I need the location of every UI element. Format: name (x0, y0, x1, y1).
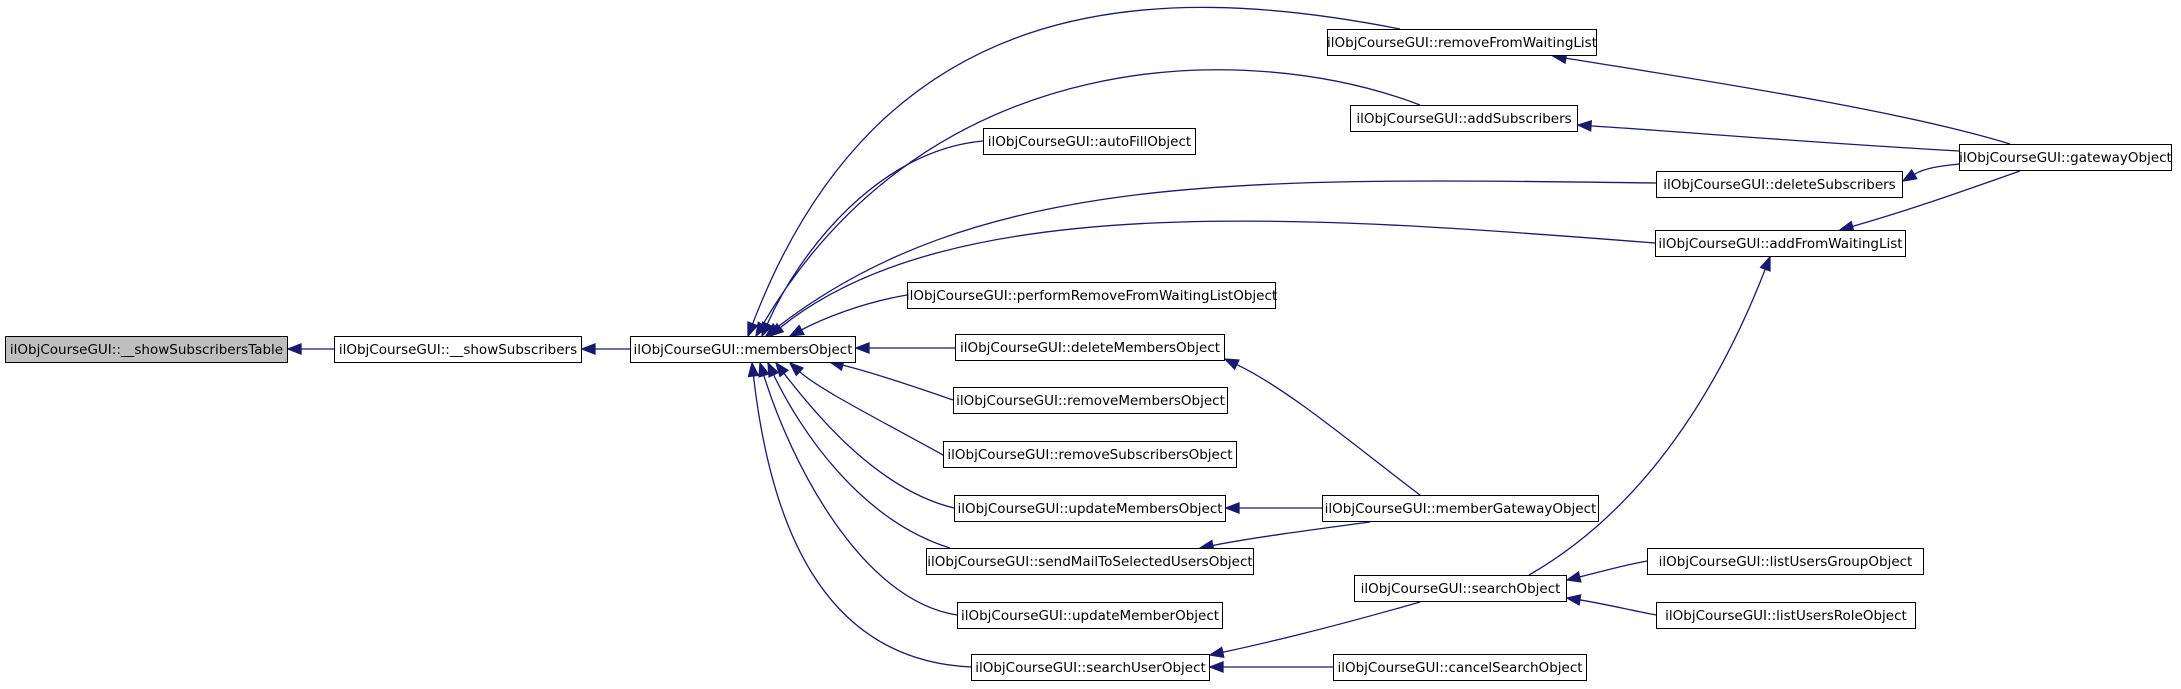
edge-gatewayObject-to-removeFromWaitingList (1565, 57, 2011, 145)
node-perform-remove-from-waiting-list-object[interactable]: ilObjCourseGUI::performRemoveFromWaiting… (905, 282, 1278, 309)
arrowhead-updateMemberObject-to-membersObject (758, 361, 770, 378)
edge-gatewayObject-to-addSubscribers (1590, 125, 1960, 152)
node-label: ilObjCourseGUI::sendMailToSelectedUsersO… (927, 553, 1253, 570)
node-label: ilObjCourseGUI::performRemoveFromWaiting… (905, 287, 1278, 304)
edge-addSubscribers-to-membersObject (762, 69, 1421, 326)
arrowhead-listUsersRoleObject-to-searchObject (1565, 594, 1582, 606)
node-remove-subscribers-object[interactable]: ilObjCourseGUI::removeSubscribersObject (943, 441, 1237, 468)
arrowhead-cancelSearchObject-to-searchUserObject (1208, 661, 1224, 673)
node-gateway-object[interactable]: ilObjCourseGUI::gatewayObject (1959, 144, 2172, 171)
node-show-subscribers-table: ilObjCourseGUI::__showSubscribersTable (5, 336, 288, 363)
node-label: ilObjCourseGUI::updateMemberObject (960, 607, 1220, 624)
node-members-object[interactable]: ilObjCourseGUI::membersObject (630, 336, 856, 363)
edge-memberGatewayObject-to-sendMailToSelectedUsersObject (1212, 521, 1371, 547)
edge-removeFromWaitingList-to-membersObject (752, 6, 1401, 325)
node-list-users-role-object[interactable]: ilObjCourseGUI::listUsersRoleObject (1656, 602, 1916, 629)
edge-performRemoveFromWaitingListObject-to-membersObject (801, 294, 908, 331)
node-remove-from-waiting-list[interactable]: ilObjCourseGUI::removeFromWaitingList (1327, 29, 1597, 56)
arrowhead-gatewayObject-to-deleteSubscribers (1901, 168, 1918, 182)
node-label: ilObjCourseGUI::memberGatewayObject (1324, 500, 1597, 517)
arrowhead-searchUserObject-to-membersObject (747, 361, 760, 378)
edge-gatewayObject-to-addFromWaitingList (1852, 170, 2021, 228)
node-label: ilObjCourseGUI::autoFillObject (987, 133, 1192, 150)
node-list-users-group-object[interactable]: ilObjCourseGUI::listUsersGroupObject (1647, 548, 1924, 575)
node-cancel-search-object[interactable]: ilObjCourseGUI::cancelSearchObject (1333, 654, 1587, 681)
node-show-subscribers[interactable]: ilObjCourseGUI::__showSubscribers (334, 336, 582, 363)
arrowhead-listUsersGroupObject-to-searchObject (1565, 571, 1582, 583)
arrowhead-sendMailToSelectedUsersObject-to-membersObject (767, 361, 780, 378)
node-delete-members-object[interactable]: ilObjCourseGUI::deleteMembersObject (955, 334, 1225, 361)
arrowhead-removeFromWaitingList-to-membersObject (747, 321, 759, 338)
edge-gatewayObject-to-deleteSubscribers (1913, 163, 1960, 175)
edge-updateMemberObject-to-membersObject (763, 375, 958, 616)
node-label: ilObjCourseGUI::cancelSearchObject (1337, 659, 1583, 676)
node-label: ilObjCourseGUI::deleteSubscribers (1663, 176, 1896, 193)
edge-autoFillObject-to-membersObject (766, 140, 984, 325)
arrowhead-addFromWaitingList-to-membersObject (768, 322, 785, 338)
node-label: ilObjCourseGUI::addFromWaitingList (1658, 235, 1903, 252)
node-label: ilObjCourseGUI::gatewayObject (1959, 149, 2172, 166)
node-add-subscribers[interactable]: ilObjCourseGUI::addSubscribers (1350, 105, 1578, 132)
node-label: ilObjCourseGUI::listUsersRoleObject (1665, 607, 1907, 624)
node-label: ilObjCourseGUI::membersObject (633, 341, 853, 358)
edge-searchUserObject-to-membersObject (752, 375, 972, 668)
edge-removeSubscribersObject-to-membersObject (799, 371, 944, 456)
node-add-from-waiting-list[interactable]: ilObjCourseGUI::addFromWaitingList (1655, 230, 1906, 257)
node-remove-members-object[interactable]: ilObjCourseGUI::removeMembersObject (953, 387, 1228, 414)
node-auto-fill-object[interactable]: ilObjCourseGUI::autoFillObject (983, 128, 1196, 155)
edge-searchObject-to-addFromWaitingList (1528, 268, 1766, 576)
edge-updateMembersObject-to-membersObject (783, 372, 955, 509)
arrowhead-membersObject-to-showSubscribers (580, 343, 596, 355)
edge-memberGatewayObject-to-deleteMembersObject (1236, 364, 1421, 496)
edge-listUsersRoleObject-to-searchObject (1579, 599, 1657, 616)
node-label: ilObjCourseGUI::searchObject (1360, 580, 1561, 597)
node-label: ilObjCourseGUI::updateMembersObject (957, 500, 1223, 517)
node-label: ilObjCourseGUI::__showSubscribersTable (9, 341, 284, 358)
node-send-mail-to-selected-users-object[interactable]: ilObjCourseGUI::sendMailToSelectedUsersO… (926, 548, 1254, 575)
node-label: ilObjCourseGUI::addSubscribers (1356, 110, 1572, 127)
arrowhead-memberGatewayObject-to-updateMembersObject (1224, 502, 1240, 514)
node-label: ilObjCourseGUI::removeMembersObject (956, 392, 1225, 409)
node-label: ilObjCourseGUI::__showSubscribers (338, 341, 578, 358)
edge-searchObject-to-searchUserObject (1222, 601, 1421, 653)
node-search-object[interactable]: ilObjCourseGUI::searchObject (1354, 575, 1567, 602)
arrowhead-deleteMembersObject-to-membersObject (854, 342, 870, 354)
arrowhead-removeSubscribersObject-to-membersObject (788, 361, 805, 377)
arrowhead-gatewayObject-to-addSubscribers (1576, 119, 1593, 132)
arrowhead-showSubscribers-to-showSubscribersTable (286, 343, 302, 355)
edge-deleteSubscribers-to-membersObject (775, 180, 1657, 329)
node-delete-subscribers[interactable]: ilObjCourseGUI::deleteSubscribers (1656, 171, 1903, 198)
node-label: ilObjCourseGUI::searchUserObject (975, 659, 1206, 676)
arrowhead-searchObject-to-searchUserObject (1208, 646, 1225, 658)
edge-sendMailToSelectedUsersObject-to-membersObject (773, 374, 951, 549)
node-update-member-object[interactable]: ilObjCourseGUI::updateMemberObject (957, 602, 1223, 629)
node-search-user-object[interactable]: ilObjCourseGUI::searchUserObject (971, 654, 1210, 681)
arrowhead-performRemoveFromWaitingListObject-to-membersObject (788, 324, 805, 337)
arrowhead-searchObject-to-addFromWaitingList (1759, 255, 1771, 272)
edge-removeMembersObject-to-membersObject (842, 364, 954, 401)
arrowhead-updateMembersObject-to-membersObject (774, 361, 790, 378)
edge-listUsersGroupObject-to-searchObject (1579, 560, 1648, 578)
node-member-gateway-object[interactable]: ilObjCourseGUI::memberGatewayObject (1322, 495, 1599, 522)
node-update-members-object[interactable]: ilObjCourseGUI::updateMembersObject (954, 495, 1226, 522)
edge-addFromWaitingList-to-membersObject (779, 220, 1656, 329)
arrowhead-autoFillObject-to-membersObject (761, 321, 773, 338)
node-label: ilObjCourseGUI::removeSubscribersObject (947, 446, 1233, 463)
node-label: ilObjCourseGUI::removeFromWaitingList (1327, 34, 1597, 51)
arrowhead-memberGatewayObject-to-deleteMembersObject (1223, 358, 1240, 371)
node-label: ilObjCourseGUI::listUsersGroupObject (1658, 553, 1913, 570)
node-label: ilObjCourseGUI::deleteMembersObject (959, 339, 1221, 356)
